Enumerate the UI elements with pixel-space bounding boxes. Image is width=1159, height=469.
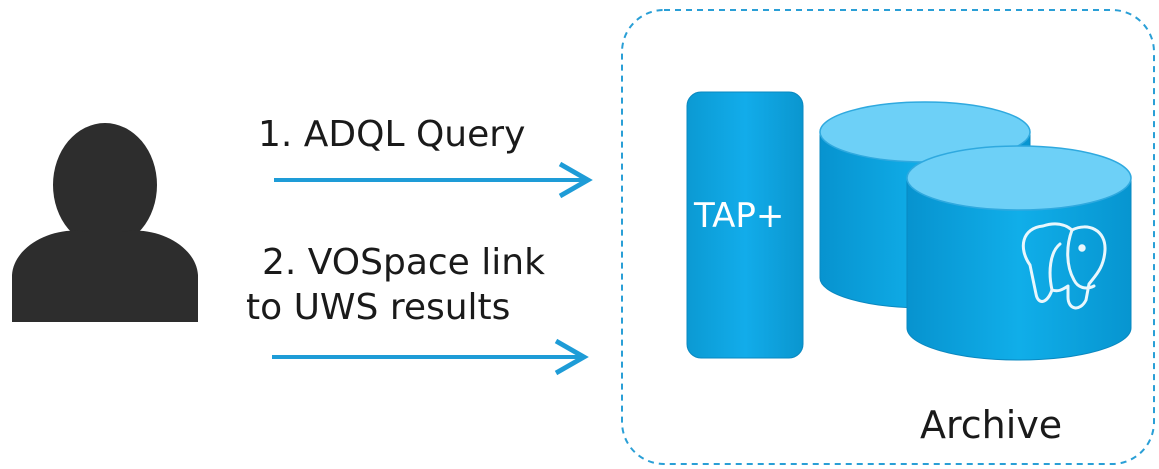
query-step-label: 1. ADQL Query — [258, 114, 526, 155]
database-cylinder-icon-front — [906, 145, 1132, 361]
archive-label: Archive — [920, 403, 1063, 447]
tap-service-label: TAP+ — [694, 196, 785, 236]
result-step-label-line2: to UWS results — [246, 287, 511, 328]
tap-service-box — [686, 91, 804, 359]
result-step-label-line1: 2. VOSpace link — [262, 242, 545, 283]
user-silhouette-icon — [12, 123, 198, 322]
archive-boundary — [621, 9, 1155, 465]
postgresql-elephant-icon — [1021, 222, 1107, 310]
